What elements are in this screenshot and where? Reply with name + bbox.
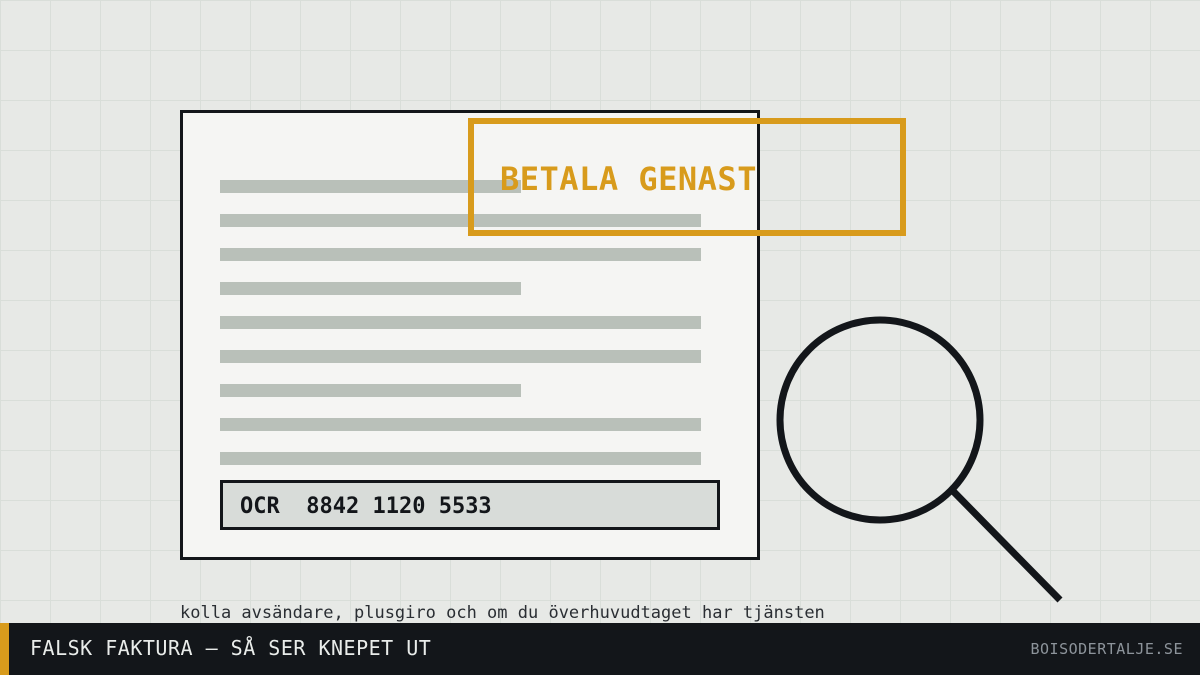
invoice-text-line <box>220 282 521 295</box>
footer-bar: FALSK FAKTURA – SÅ SER KNEPET UT BOISODE… <box>0 623 1200 675</box>
pay-now-stamp: BETALA GENAST <box>468 118 906 236</box>
ocr-label: OCR <box>240 494 280 519</box>
invoice-text-line <box>220 384 521 397</box>
invoice-text-line <box>220 316 701 329</box>
footer-site-link[interactable]: BOISODERTALJE.SE <box>1030 640 1183 658</box>
ocr-reference: OCR 8842 1120 5533 <box>240 494 492 519</box>
footer-title: FALSK FAKTURA – SÅ SER KNEPET UT <box>30 636 432 660</box>
magnifier-lens <box>776 316 984 524</box>
ocr-reference-box: OCR 8842 1120 5533 <box>220 480 720 530</box>
magnifying-glass-icon <box>776 316 1063 603</box>
invoice-text-line <box>220 350 701 363</box>
invoice-text-line <box>220 214 701 227</box>
caption-text: kolla avsändare, plusgiro och om du över… <box>180 603 825 623</box>
invoice-text-line <box>220 452 701 465</box>
stamp-text: BETALA GENAST <box>500 160 757 198</box>
magnifier-handle <box>949 487 1063 603</box>
invoice-text-line <box>220 248 701 261</box>
invoice-text-line <box>220 180 521 193</box>
invoice-text-line <box>220 418 701 431</box>
footer-accent-bar <box>0 623 9 675</box>
ocr-number: 8842 1120 5533 <box>306 494 492 519</box>
